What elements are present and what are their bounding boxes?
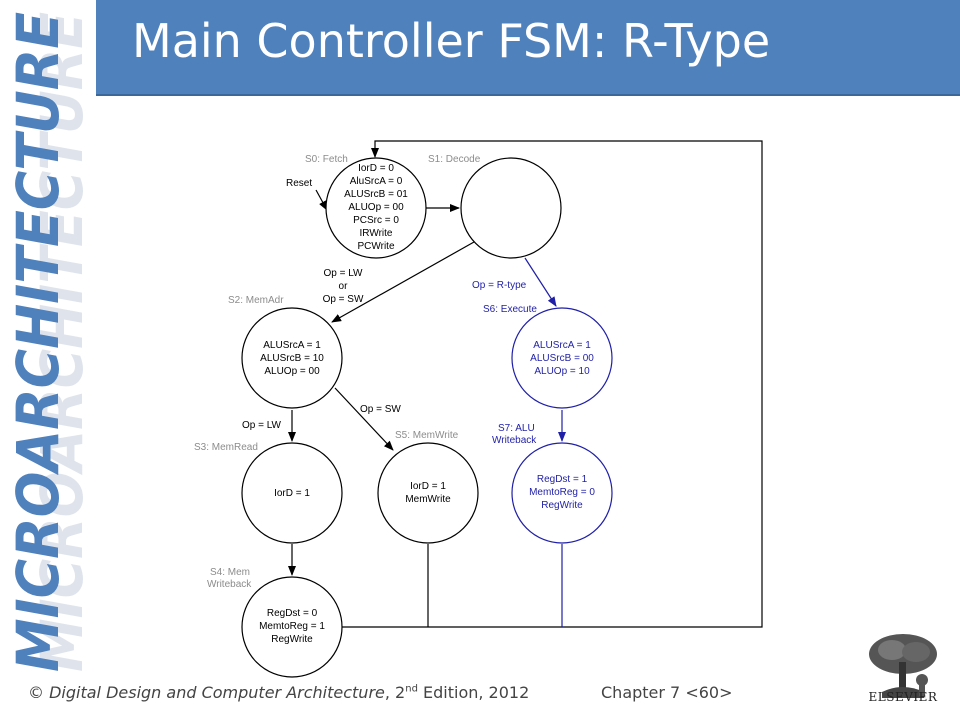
rtype-label: Op = R-type bbox=[472, 280, 527, 291]
reset-arrow bbox=[315, 189, 328, 211]
state-s4-name-1: S4: Mem bbox=[210, 567, 250, 578]
state-s7-name-1: S7: ALU bbox=[498, 423, 535, 434]
state-s1-name: S1: Decode bbox=[428, 154, 481, 165]
state-s3-circle bbox=[241, 442, 343, 544]
state-s4-name-2: Writeback bbox=[207, 579, 252, 590]
lw-sw-label-3: Op = SW bbox=[323, 294, 364, 305]
s5-line: MemWrite bbox=[405, 494, 451, 505]
s0-line: PCWrite bbox=[357, 241, 394, 252]
s2-line: ALUOp = 00 bbox=[264, 366, 320, 377]
state-s7-circle bbox=[511, 442, 613, 544]
state-s0-name: S0: Fetch bbox=[305, 154, 348, 165]
lw-label: Op = LW bbox=[242, 420, 282, 431]
lw-sw-label-1: Op = LW bbox=[324, 268, 364, 279]
s7-line: RegDst = 1 bbox=[537, 474, 588, 485]
state-s2-name: S2: MemAdr bbox=[228, 295, 284, 306]
s1-s2-arrow bbox=[331, 241, 475, 323]
s0-line: PCSrc = 0 bbox=[353, 215, 399, 226]
copyright-symbol: © bbox=[28, 683, 44, 702]
s0-line: IRWrite bbox=[360, 228, 393, 239]
state-s2-circle bbox=[241, 307, 343, 409]
s5-line: IorD = 1 bbox=[410, 481, 446, 492]
side-title-shadow: MICROARCHITECTURE bbox=[28, 12, 96, 672]
s6-line: ALUSrcB = 00 bbox=[530, 353, 594, 364]
s4-line: RegWrite bbox=[271, 634, 313, 645]
page-title: Main Controller FSM: R-Type bbox=[132, 14, 771, 68]
s0-line: IorD = 0 bbox=[358, 163, 394, 174]
s6-line: ALUOp = 10 bbox=[534, 366, 590, 377]
elsevier-tree-icon bbox=[862, 632, 944, 700]
s6-line: ALUSrcA = 1 bbox=[533, 340, 591, 351]
state-s6-name: S6: Execute bbox=[483, 304, 537, 315]
side-title: MICROARCHITECTURE MICROARCHITECTURE bbox=[4, 12, 96, 672]
s0-line: ALUOp = 00 bbox=[348, 202, 404, 213]
state-s6-circle bbox=[511, 307, 613, 409]
state-s1-circle bbox=[460, 157, 562, 259]
lw-sw-label-2: or bbox=[339, 281, 349, 292]
s2-line: ALUSrcB = 10 bbox=[260, 353, 324, 364]
sw-label: Op = SW bbox=[360, 404, 401, 415]
elsevier-logo-text: ELSEVIER bbox=[868, 690, 938, 704]
s1-s6-arrow bbox=[524, 257, 557, 307]
edition-number: 2 bbox=[395, 683, 406, 702]
state-s0-circle bbox=[325, 157, 427, 259]
s7-line: MemtoReg = 0 bbox=[529, 487, 595, 498]
title-bar: Main Controller FSM: R-Type bbox=[96, 0, 960, 96]
reset-label: Reset bbox=[286, 178, 312, 189]
s2-line: ALUSrcA = 1 bbox=[263, 340, 321, 351]
rtype-transitions bbox=[524, 257, 566, 442]
footer-citation: © Digital Design and Computer Architectu… bbox=[28, 683, 530, 702]
state-s7-name-2: Writeback bbox=[492, 435, 537, 446]
s4-line: RegDst = 0 bbox=[267, 608, 318, 619]
side-title-text: MICROARCHITECTURE bbox=[4, 12, 72, 672]
s3-line: IorD = 1 bbox=[274, 488, 310, 499]
state-s5-name: S5: MemWrite bbox=[395, 430, 459, 441]
s0-line: AluSrcA = 0 bbox=[350, 176, 403, 187]
s0-line: ALUSrcB = 01 bbox=[344, 189, 408, 200]
s2-s5-arrow bbox=[334, 387, 394, 451]
s4-line: MemtoReg = 1 bbox=[259, 621, 325, 632]
chapter-page: Chapter 7 <60> bbox=[601, 683, 733, 702]
s7-line: RegWrite bbox=[541, 500, 583, 511]
return-loop bbox=[341, 140, 763, 628]
state-s4-circle bbox=[241, 576, 343, 678]
edition-superscript: nd bbox=[405, 683, 418, 695]
state-s5-circle bbox=[377, 442, 479, 544]
book-title: Digital Design and Computer Architecture bbox=[49, 683, 385, 702]
transitions bbox=[288, 189, 475, 576]
edition-text: Edition, 2012 bbox=[423, 683, 530, 702]
state-s3-name: S3: MemRead bbox=[194, 442, 258, 453]
